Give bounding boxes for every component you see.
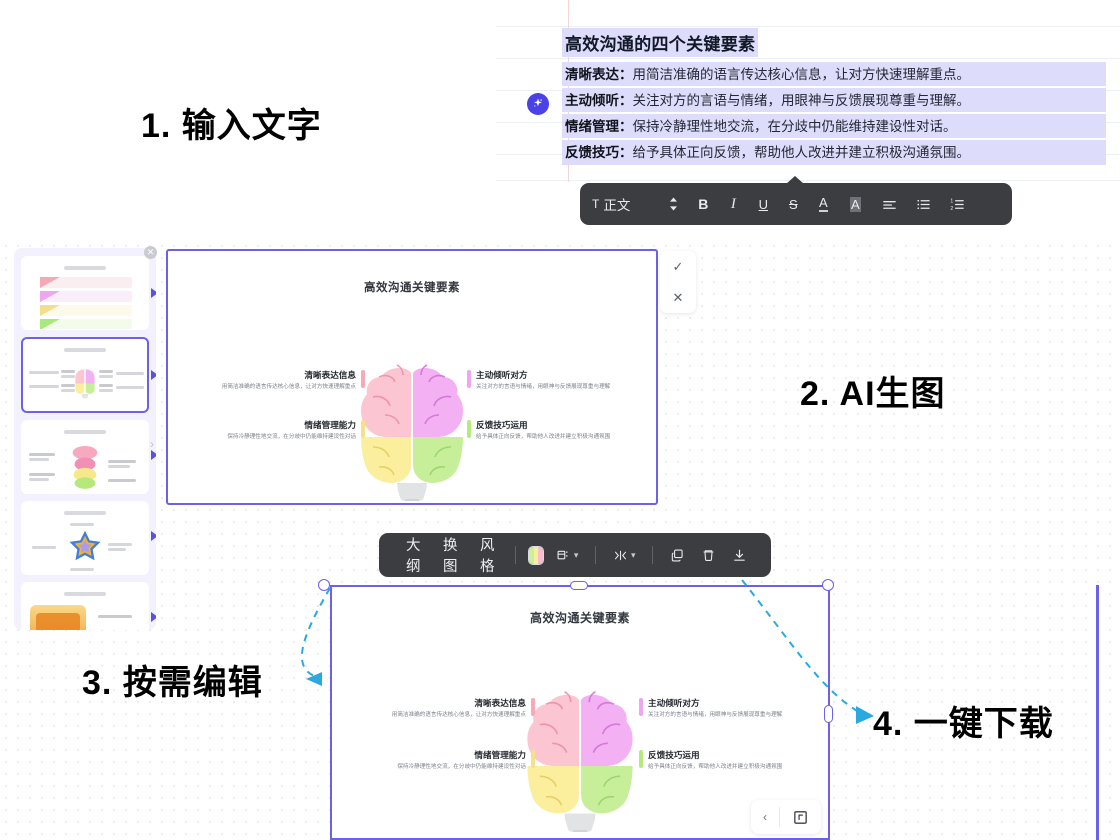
diagram-card-preview[interactable]: 高效沟通关键要素: [166, 249, 658, 505]
confirm-controls[interactable]: ✓ ✕: [660, 251, 696, 313]
card-right-edge: [1096, 585, 1099, 840]
document-editor[interactable]: 高效沟通的四个关键要素 清晰表达：用简洁准确的语言传达核心信息，让对方快速理解重…: [496, 0, 1120, 182]
text-color-button[interactable]: A: [808, 191, 838, 217]
document-line-term: 主动倾听：: [565, 92, 633, 108]
resize-handle-top-right[interactable]: [822, 579, 834, 591]
step-label-4: 4. 一键下载: [873, 705, 1054, 743]
check-icon[interactable]: ✓: [672, 258, 684, 274]
highlight-color-button[interactable]: A: [838, 191, 872, 217]
document-line-text: 给予具体正向反馈，帮助他人改进并建立积极沟通氛围。: [632, 144, 971, 160]
diagram-edit-toolbar[interactable]: 大纲 换图 风格 ▾ ▾: [379, 533, 771, 577]
diagram-item-desc: 给予具体正向反馈，帮助他人改进并建立积极沟通氛围: [648, 764, 783, 770]
diagram-item-desc: 用简洁准确的语言传达核心信息，让对方快速理解重点: [391, 712, 526, 718]
document-line: 情绪管理：保持冷静理性地交流，在分歧中仍能维持建设性对话。: [562, 114, 1106, 139]
text-style-icon: T: [592, 197, 600, 211]
step-label-3: 3. 按需编辑: [82, 664, 263, 702]
diagram-item-heading: 清晰表达信息: [474, 698, 526, 708]
trash-icon[interactable]: [693, 548, 724, 563]
chevron-right-icon[interactable]: ›: [150, 437, 154, 451]
diagram-item-heading: 清晰表达信息: [304, 370, 356, 380]
resize-handle-top-center[interactable]: [570, 581, 588, 590]
chevron-down-icon: ▾: [630, 549, 636, 560]
thumbnail-star-style[interactable]: [21, 501, 149, 575]
document-line: 清晰表达：用简洁准确的语言传达核心信息，让对方快速理解重点。: [562, 62, 1106, 87]
diagram-item-desc: 给予具体正向反馈，帮助他人改进并建立积极沟通氛围: [476, 434, 611, 440]
chevron-down-icon: ▾: [573, 549, 579, 560]
document-line-text: 关注对方的言语与情绪，用眼神与反馈展现尊重与理解。: [632, 92, 971, 108]
diagram-item-heading: 反馈技巧运用: [648, 750, 700, 760]
chevron-left-icon[interactable]: ‹: [763, 810, 767, 824]
color-palette-icon[interactable]: [528, 545, 544, 565]
document-line-text: 用简洁准确的语言传达核心信息，让对方快速理解重点。: [632, 66, 971, 82]
highlight-label: A: [850, 196, 861, 212]
numbered-list-icon[interactable]: 1 2: [940, 191, 974, 217]
step-label-1: 1. 输入文字: [141, 107, 322, 145]
document-line: 主动倾听：关注对方的言语与情绪，用眼神与反馈展现尊重与理解。: [562, 88, 1106, 113]
document-body[interactable]: 高效沟通的四个关键要素 清晰表达：用简洁准确的语言传达核心信息，让对方快速理解重…: [562, 28, 1106, 167]
document-line: 反馈技巧：给予具体正向反馈，帮助他人改进并建立积极沟通氛围。: [562, 140, 1106, 165]
resize-handle-right-center[interactable]: [824, 705, 833, 723]
text-format-toolbar[interactable]: T 正文 B I U S A A: [580, 176, 1012, 225]
document-line-term: 清晰表达：: [565, 66, 633, 82]
document-line-text: 保持冷静理性地交流，在分歧中仍能维持建设性对话。: [632, 118, 957, 134]
spacing-icon[interactable]: ▾: [605, 548, 644, 563]
brain-illustration: [361, 364, 463, 502]
replace-image-button[interactable]: 换图: [442, 538, 458, 575]
thumbnail-banner-style[interactable]: [21, 582, 149, 630]
thumbnail-stack-style[interactable]: [21, 420, 149, 494]
strikethrough-button[interactable]: S: [789, 196, 798, 212]
canvas-mini-controls[interactable]: ‹: [751, 800, 821, 834]
font-size-stepper-icon[interactable]: [658, 191, 688, 217]
outline-button[interactable]: 大纲: [406, 538, 421, 575]
document-line-term: 反馈技巧：: [565, 144, 633, 160]
sparkle-icon[interactable]: [527, 93, 549, 115]
diagram-item-desc: 保持冷静理性地交流，在分歧中仍能维持建设性对话: [227, 434, 356, 440]
diagram-title: 高效沟通关键要素: [364, 282, 460, 294]
resize-handle-top-left[interactable]: [318, 579, 330, 591]
svg-text:2: 2: [950, 205, 953, 211]
diagram-item-heading: 情绪管理能力: [474, 750, 526, 760]
diagram-item-desc: 关注对方的言语与情绪，用眼神与反馈展现尊重与理解: [476, 384, 611, 390]
fullscreen-icon[interactable]: [780, 809, 821, 826]
underline-button[interactable]: U: [758, 196, 769, 212]
step-label-2: 2. AI生图: [800, 375, 946, 413]
svg-text:1: 1: [950, 198, 953, 204]
document-heading: 高效沟通的四个关键要素: [562, 28, 759, 57]
brain-illustration: [527, 691, 633, 833]
style-button[interactable]: 风格: [479, 538, 495, 575]
diagram-title: 高效沟通关键要素: [529, 611, 630, 625]
diagram-item-heading: 主动倾听对方: [476, 370, 528, 380]
paragraph-style-label: 正文: [603, 198, 631, 213]
diagram-item-heading: 反馈技巧运用: [476, 420, 528, 430]
bold-button[interactable]: B: [698, 196, 709, 212]
thumbnail-list-style[interactable]: [21, 256, 149, 330]
thumbnail-brain-style[interactable]: [21, 337, 149, 413]
diagram-item-heading: 情绪管理能力: [304, 420, 356, 430]
diagram-item-desc: 用简洁准确的语言传达核心信息，让对方快速理解重点: [221, 384, 356, 390]
align-left-icon[interactable]: [872, 191, 906, 217]
diagram-item-desc: 关注对方的言语与情绪，用眼神与反馈展现尊重与理解: [648, 712, 783, 718]
download-icon[interactable]: [724, 548, 755, 563]
diagram-item-desc: 保持冷静理性地交流，在分歧中仍能维持建设性对话: [397, 764, 526, 770]
bullet-list-icon[interactable]: [906, 191, 940, 217]
document-line-term: 情绪管理：: [565, 118, 633, 134]
diagram-item-heading: 主动倾听对方: [648, 698, 700, 708]
layout-icon[interactable]: ▾: [548, 548, 587, 563]
close-icon[interactable]: ✕: [144, 246, 157, 259]
close-icon[interactable]: ✕: [672, 289, 684, 305]
italic-button[interactable]: I: [730, 195, 736, 212]
thumbnail-sidebar[interactable]: [14, 248, 156, 630]
paragraph-style-selector[interactable]: T 正文: [592, 191, 636, 217]
text-color-label: A: [819, 195, 828, 212]
copy-icon[interactable]: [662, 548, 693, 563]
